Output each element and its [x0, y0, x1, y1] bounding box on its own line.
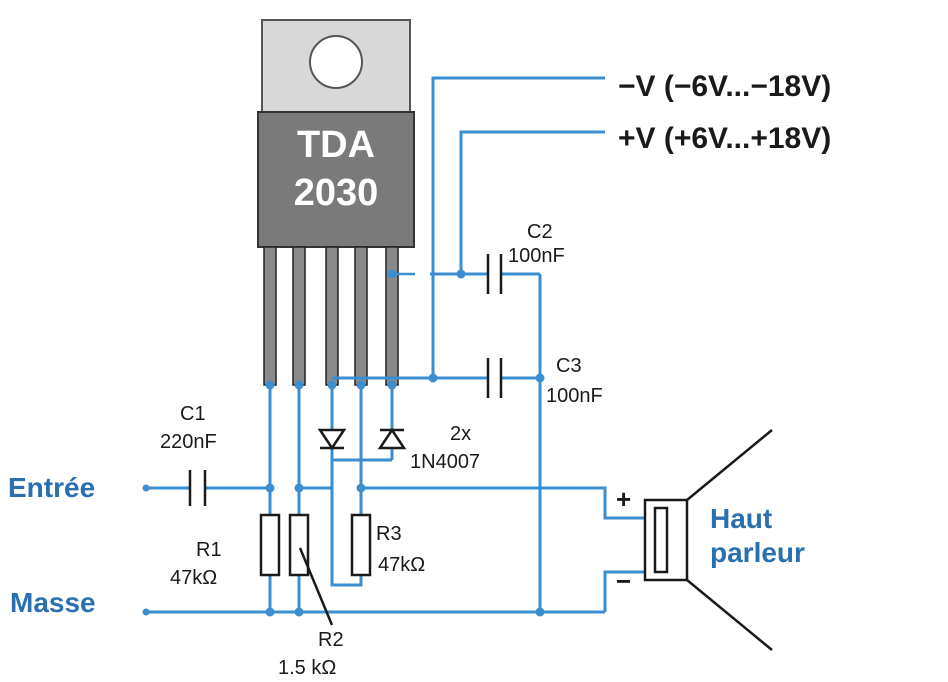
terminal-dot	[142, 484, 150, 492]
capacitor-c2	[486, 254, 503, 294]
r2-value: 1.5 kΩ	[278, 657, 336, 679]
diode-triangle	[317, 428, 347, 451]
chip-pin-1	[263, 246, 277, 386]
speaker-minus-wire	[603, 570, 645, 612]
chip-pin-4	[354, 246, 368, 386]
output-to-speaker	[361, 486, 645, 520]
diode-right	[377, 427, 407, 450]
junction-dot	[387, 380, 397, 390]
junction-dot	[265, 483, 275, 493]
junction-dot	[456, 269, 466, 279]
chip-body	[257, 111, 415, 248]
speaker-cone-top	[686, 429, 773, 501]
junction-dot	[294, 483, 304, 493]
junction-dot	[356, 380, 366, 390]
resistor-r2	[288, 513, 310, 577]
speaker-minus-label: −	[616, 566, 631, 596]
diode-triangle	[377, 427, 407, 450]
r2-trim-arrow	[298, 547, 334, 626]
resistor-r1	[259, 513, 281, 577]
c2-name: C2	[527, 221, 553, 243]
chip-pins	[263, 246, 399, 386]
r1-value: 47kΩ	[170, 567, 217, 589]
chip-pin-2	[292, 246, 306, 386]
chip-pin-3	[325, 246, 339, 386]
speaker-label-line1: Haut	[710, 503, 772, 534]
r2-name: R2	[318, 629, 344, 651]
junction-dot	[294, 607, 304, 617]
speaker-icon	[643, 429, 773, 651]
speaker-plus-label: +	[616, 484, 631, 514]
wires	[146, 76, 645, 614]
junction-dot	[265, 380, 275, 390]
junction-dot	[535, 607, 545, 617]
c1-name: C1	[180, 403, 206, 425]
ground-label: Masse	[10, 587, 96, 618]
chip-label-line2: 2030	[294, 172, 379, 214]
c3-name: C3	[556, 355, 582, 377]
capacitor-c3	[486, 358, 503, 398]
diodes-count: 2x	[450, 423, 471, 445]
neg-rail-wire	[431, 76, 605, 378]
r3-name: R3	[376, 523, 402, 545]
r1-name: R1	[196, 539, 222, 561]
speaker-cone-bottom	[686, 579, 773, 651]
junction-dot	[265, 607, 275, 617]
c2-value: 100nF	[508, 245, 565, 267]
junction-dot	[428, 373, 438, 383]
chip-label-line1: TDA	[297, 124, 375, 166]
resistor-r3	[350, 513, 372, 577]
chip-mounting-hole	[309, 35, 363, 89]
junction-dot	[294, 380, 304, 390]
diodes-part: 1N4007	[410, 451, 480, 473]
junction-dot	[356, 483, 366, 493]
neg-rail-label: −V (−6V...−18V)	[618, 70, 831, 103]
r3-bottom-wire	[330, 575, 363, 587]
speaker-label-line2: parleur	[710, 537, 805, 568]
r3-value: 47kΩ	[378, 554, 425, 576]
c3-value: 100nF	[546, 385, 603, 407]
diode-left	[317, 428, 347, 451]
chip-pin-5	[385, 246, 399, 386]
terminal-dot	[142, 608, 150, 616]
junction-dot	[535, 373, 545, 383]
input-label: Entrée	[8, 472, 95, 503]
capacitor-c1	[188, 470, 207, 506]
junctions	[142, 269, 545, 617]
c1-value: 220nF	[160, 431, 217, 453]
junction-dot	[327, 380, 337, 390]
speaker-coil	[653, 506, 669, 574]
tda2030-chip: TDA 2030	[257, 19, 415, 386]
pos-rail-label: +V (+6V...+18V)	[618, 122, 831, 155]
junction-dot	[387, 269, 397, 279]
pos-rail-wire	[459, 130, 605, 274]
